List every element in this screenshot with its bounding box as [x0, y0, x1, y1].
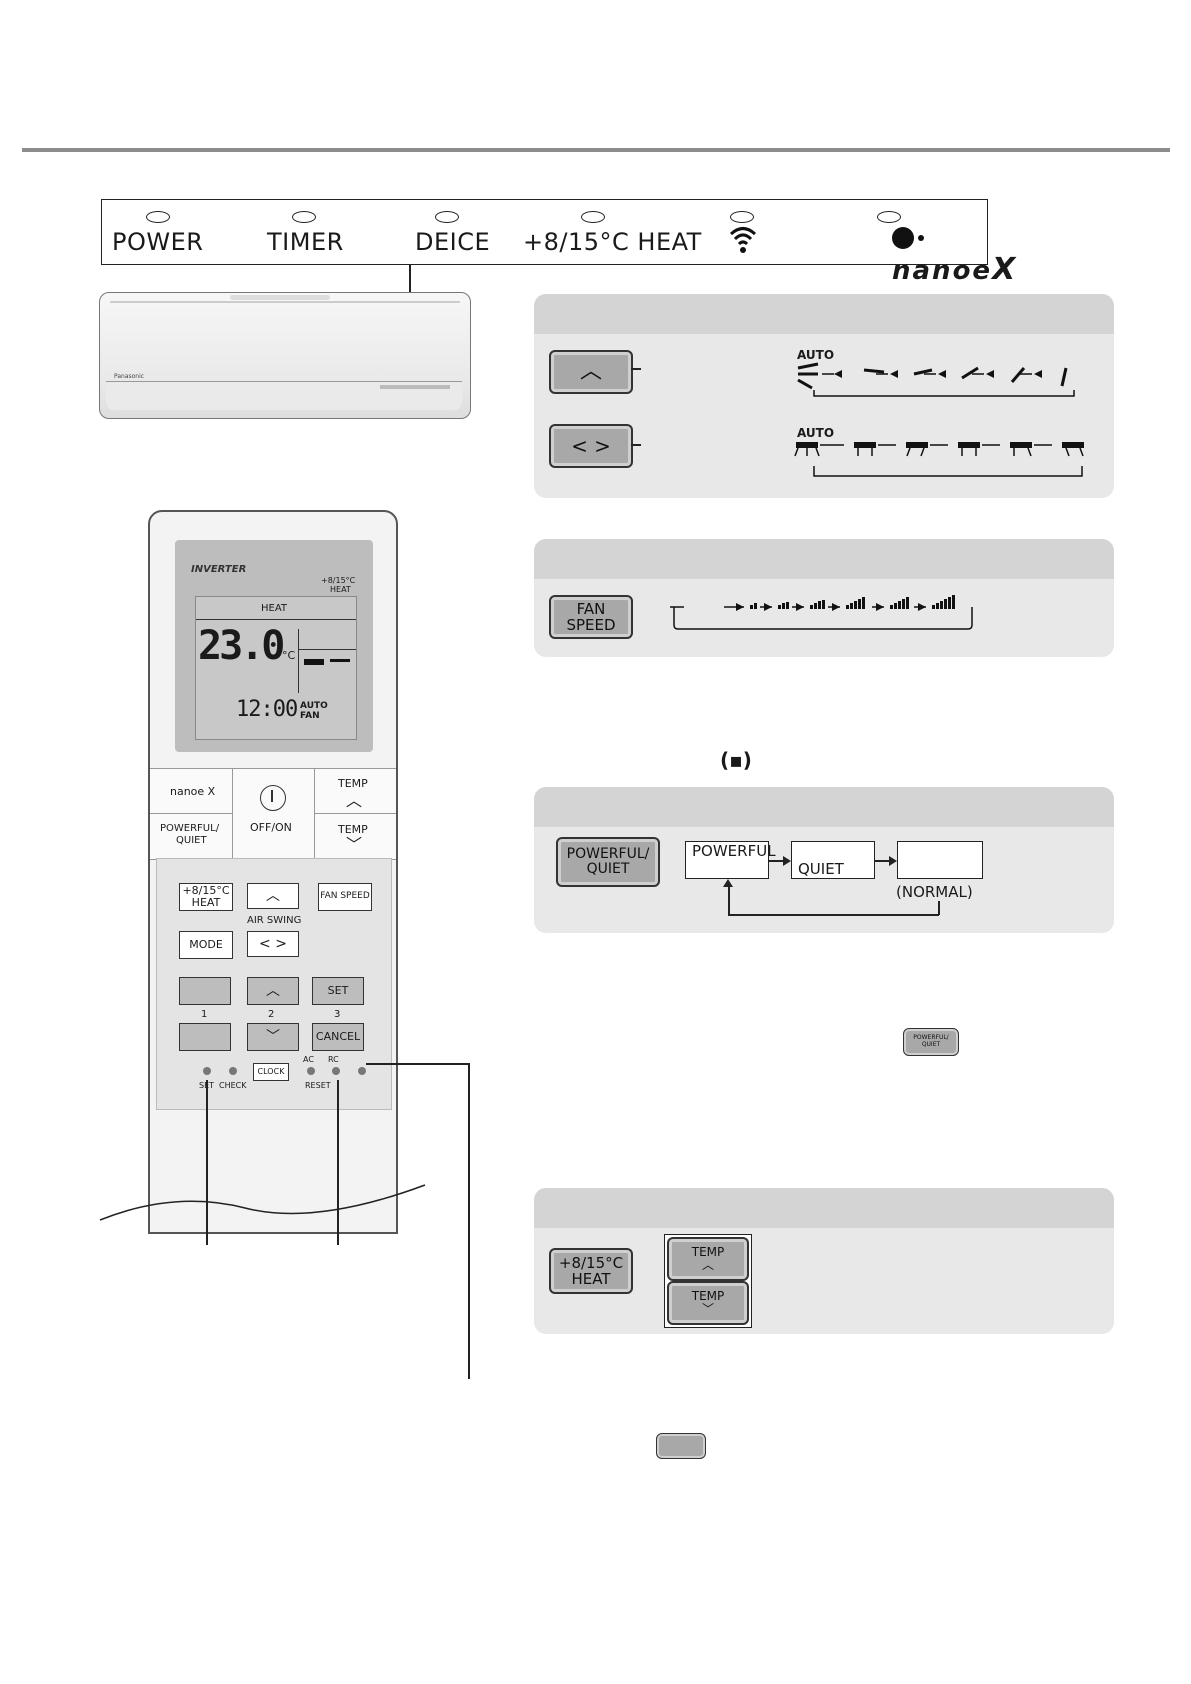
horizontal-swing-button[interactable]: < >	[549, 424, 633, 468]
vertical-swing-sequence	[797, 362, 1075, 397]
heat-lamp-icon	[581, 211, 605, 223]
air-swing-label: AIR SWING	[247, 915, 302, 926]
power-indicator-label: POWER	[112, 228, 204, 256]
reset-leader-line	[337, 1080, 339, 1245]
timer-up-key[interactable]: ︿	[247, 977, 299, 1005]
powerful-quiet-button[interactable]: POWERFUL/QUIET	[556, 837, 660, 887]
check-button-dot[interactable]	[229, 1067, 237, 1075]
power-lamp-icon	[146, 211, 170, 223]
rc-reset-dot[interactable]	[332, 1067, 340, 1075]
mode-key[interactable]: MODE	[179, 931, 233, 959]
lcd-temperature: 23.0	[198, 623, 285, 669]
temp-up-key[interactable]: TEMP	[338, 777, 368, 790]
wifi-lamp-icon	[730, 211, 754, 223]
fan-speed-key[interactable]: FAN SPEED	[318, 883, 372, 911]
timer-on-key[interactable]	[179, 977, 231, 1005]
timer-down-key[interactable]: ﹀	[247, 1023, 299, 1051]
nanoe-x-key[interactable]: nanoe X	[170, 785, 216, 798]
power-key-icon[interactable]	[260, 785, 286, 811]
remote-display-frame: INVERTER +8/15°C HEAT HEAT 23.0 °C 12:00…	[175, 540, 373, 752]
timer-lamp-icon	[292, 211, 316, 223]
fan-quiet-icon: (▪)	[720, 748, 752, 772]
flow-powerful-box: POWERFUL	[685, 841, 776, 879]
wifi-leader-v	[468, 1063, 470, 1379]
deice-lamp-icon	[435, 211, 459, 223]
fan-speed-panel: FAN SPEED	[534, 539, 1114, 657]
unit-brand-logo: Panasonic	[114, 373, 145, 380]
remote-top-keys: nanoe X OFF/ON TEMP ︿ POWERFUL/ QUIET TE…	[150, 768, 396, 860]
hand-outline-icon	[99, 1184, 426, 1221]
set-leader-line	[206, 1080, 208, 1245]
flow-normal-box	[897, 841, 983, 879]
vertical-swing-key[interactable]: ︿	[247, 883, 299, 909]
powerful-quiet-key[interactable]: POWERFUL/	[160, 823, 220, 834]
wifi-icon	[729, 227, 757, 253]
timer-indicator-label: TIMER	[267, 228, 344, 256]
off-on-key[interactable]: OFF/ON	[250, 821, 292, 834]
remote-lcd: HEAT 23.0 °C 12:00 AUTO FAN	[195, 596, 357, 740]
chevron-up-icon: ︿	[346, 791, 363, 810]
flow-quiet-box: QUIET	[791, 841, 875, 879]
heat-indicator-label: +8/15°C HEAT	[523, 228, 702, 256]
temp-down-key[interactable]: TEMP	[338, 823, 368, 836]
horizontal-swing-sequence	[794, 442, 1084, 477]
fan-speed-button[interactable]: FAN SPEED	[549, 595, 633, 639]
temp-up-button[interactable]: TEMP︿	[667, 1237, 749, 1281]
remote-control: INVERTER +8/15°C HEAT HEAT 23.0 °C 12:00…	[148, 510, 398, 1234]
lcd-clock: 12:00	[236, 697, 298, 722]
nanoe-lamp-icon	[877, 211, 901, 223]
cancel-key[interactable]: CANCEL	[312, 1023, 364, 1051]
nanoe-x-logo: nanoeX	[892, 222, 1017, 287]
blank-key-icon	[656, 1433, 706, 1459]
wifi-leader-h	[366, 1063, 470, 1065]
set-key[interactable]: SET	[312, 977, 364, 1005]
deice-indicator-label: DEICE	[415, 228, 491, 256]
inverter-logo: INVERTER	[191, 564, 247, 575]
flow-normal-label: (NORMAL)	[896, 883, 973, 901]
ac-reset-dot[interactable]	[307, 1067, 315, 1075]
vertical-swing-button[interactable]: ︿	[549, 350, 633, 394]
nanoe-dot-icon	[892, 226, 914, 249]
timer-off-key[interactable]	[179, 1023, 231, 1051]
inline-powerful-quiet-icon: POWERFUL/QUIET	[903, 1028, 959, 1056]
fan-speed-sequence	[670, 595, 973, 630]
header-rule	[22, 148, 1170, 152]
lcd-mode: HEAT	[261, 603, 288, 614]
air-swing-panel: ︿ < > AUTO AUTO	[534, 294, 1114, 498]
chevron-down-icon: ﹀	[346, 835, 363, 854]
set-button-dot[interactable]	[203, 1067, 211, 1075]
lcd-vane-icon	[304, 659, 324, 665]
temp-down-button[interactable]: TEMP﹀	[667, 1281, 749, 1325]
horizontal-swing-key[interactable]: < >	[247, 931, 299, 957]
powerful-quiet-panel: POWERFUL/QUIET POWERFUL QUIET (NORMAL)	[534, 787, 1114, 933]
wifi-reset-dot[interactable]	[358, 1067, 366, 1075]
clock-key[interactable]: CLOCK	[253, 1063, 289, 1081]
lcd-swing-icon	[330, 659, 350, 662]
indoor-unit-illustration: Panasonic	[99, 292, 471, 419]
indicator-panel: POWER TIMER DEICE +8/15°C HEAT nanoeX	[101, 199, 1015, 287]
